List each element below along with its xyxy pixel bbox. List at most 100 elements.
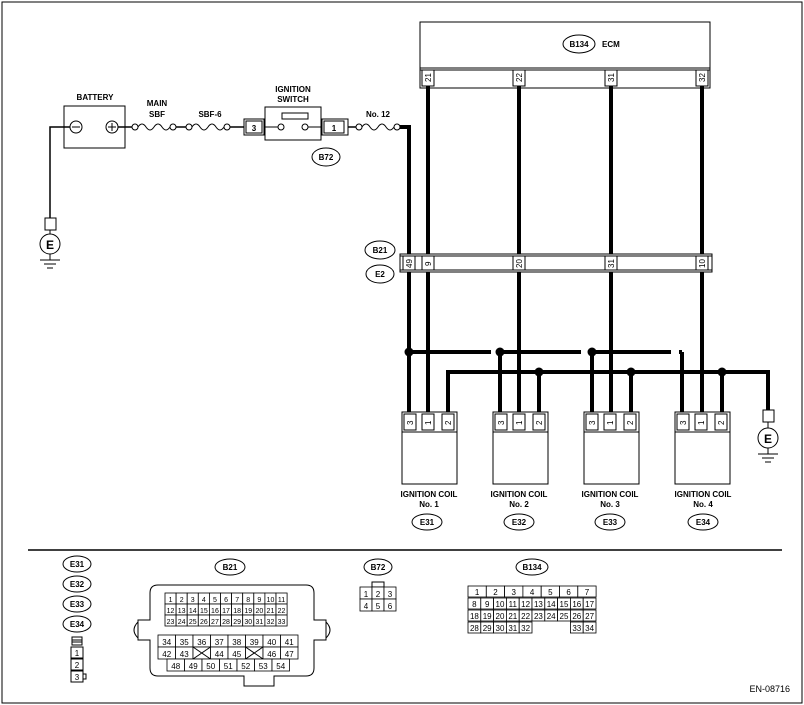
power-line xyxy=(118,123,244,131)
pin-number: 2 xyxy=(493,588,498,597)
svg-text:2: 2 xyxy=(535,420,544,425)
svg-text:B72: B72 xyxy=(371,563,386,572)
main-sbf-label-2: SBF xyxy=(149,110,165,119)
legend-e3x: E31 E32 E33 E34 1 2 3 xyxy=(62,555,92,683)
pin-number: 8 xyxy=(246,597,250,604)
pin-number: 51 xyxy=(224,662,233,671)
battery-ground: E xyxy=(39,217,61,269)
pin-number: 54 xyxy=(276,662,285,671)
pin-number: 17 xyxy=(585,600,594,609)
coil-1-label: IGNITION COIL xyxy=(401,490,458,499)
pin-cell xyxy=(271,658,290,672)
svg-text:3: 3 xyxy=(406,420,415,425)
pin-cell xyxy=(582,621,597,634)
pin-number: 31 xyxy=(508,624,517,633)
pin-number: 20 xyxy=(255,608,263,615)
b21-pin: 10 xyxy=(698,259,707,268)
pin-number: 5 xyxy=(376,602,381,611)
e2-badge xyxy=(365,264,395,284)
pin-number: 19 xyxy=(483,612,492,621)
svg-text:2: 2 xyxy=(444,420,453,425)
pin-number: 33 xyxy=(278,619,286,626)
pin-number: 20 xyxy=(496,612,505,621)
pin-number: 41 xyxy=(285,638,294,647)
coil-2-connector: E32 xyxy=(512,518,527,527)
pin-cell xyxy=(582,597,597,610)
pin-number: 19 xyxy=(244,608,252,615)
pin-number: 33 xyxy=(572,624,581,633)
pin-number: 46 xyxy=(267,650,276,659)
pin-cell xyxy=(518,621,533,634)
svg-text:2: 2 xyxy=(717,420,726,425)
pin-number: 22 xyxy=(278,608,286,615)
pin-number: 16 xyxy=(211,608,219,615)
b21-pin: 9 xyxy=(424,261,433,266)
svg-text:E31: E31 xyxy=(70,560,85,569)
ground-label: E xyxy=(46,238,54,252)
b21-pin: 49 xyxy=(405,259,414,268)
pin-number: 21 xyxy=(267,608,275,615)
coil-3-label: IGNITION COIL xyxy=(582,490,639,499)
fuse-12: No. 12 xyxy=(348,110,401,131)
pin-cell xyxy=(275,614,288,627)
pin-number: 22 xyxy=(521,612,530,621)
coil-2-label: IGNITION COIL xyxy=(491,490,548,499)
svg-text:1: 1 xyxy=(515,420,524,425)
pin-number: 7 xyxy=(585,588,590,597)
sbf6-label: SBF-6 xyxy=(198,110,222,119)
coil-4-label: IGNITION COIL xyxy=(675,490,732,499)
pin-cell xyxy=(577,585,597,598)
svg-text:B21: B21 xyxy=(223,563,238,572)
pin-number: 30 xyxy=(244,619,252,626)
svg-text:3: 3 xyxy=(588,420,597,425)
pin-number: 6 xyxy=(388,602,393,611)
pin-number: 9 xyxy=(485,600,490,609)
svg-text:3: 3 xyxy=(679,420,688,425)
pin-number: 1 xyxy=(364,590,369,599)
svg-text:2: 2 xyxy=(75,661,80,670)
pin-number: 43 xyxy=(180,650,189,659)
ignition-switch-label-1: IGNITION xyxy=(275,85,311,94)
pin-number: 30 xyxy=(496,624,505,633)
ignition-coil-1: 3 1 2 IGNITION COIL No. 1 E31 xyxy=(401,411,458,531)
ecm-pin: 31 xyxy=(607,73,616,82)
b21-e2-connector: 49 9 20 31 10 B21 E2 xyxy=(364,240,713,284)
pin-number: 12 xyxy=(521,600,530,609)
coil-ground: E xyxy=(757,409,779,463)
pin-number: 29 xyxy=(233,619,241,626)
pin-number: 1 xyxy=(169,597,173,604)
fuse-12-label: No. 12 xyxy=(366,110,391,119)
ignition-coil-2: 3 1 2 IGNITION COIL No. 2 E32 xyxy=(491,411,549,531)
b72-badge xyxy=(311,147,341,167)
ecm-unit: B134 ECM 21 22 31 32 xyxy=(419,21,711,89)
b21-pin: 31 xyxy=(607,259,616,268)
pin-number: 45 xyxy=(232,650,241,659)
ignition-coil-3: 3 1 2 IGNITION COIL No. 3 E33 xyxy=(582,411,640,531)
pin-number: 9 xyxy=(257,597,261,604)
pin-number: 24 xyxy=(178,619,186,626)
pin-number: 23 xyxy=(534,612,543,621)
ecm-pin: 21 xyxy=(424,73,433,82)
pin-number: 4 xyxy=(364,602,369,611)
pin-number: 11 xyxy=(278,597,285,604)
pin-number: 27 xyxy=(211,619,219,626)
pin-number: 27 xyxy=(585,612,594,621)
pin-number: 26 xyxy=(200,619,208,626)
pin-number: 3 xyxy=(512,588,517,597)
b21-badge xyxy=(364,240,396,260)
pin-number: 31 xyxy=(255,619,263,626)
pin-number: 8 xyxy=(472,600,477,609)
pin-number: 50 xyxy=(206,662,215,671)
coil-1-number: No. 1 xyxy=(419,500,439,509)
pin-number: 7 xyxy=(235,597,239,604)
pin-number: 18 xyxy=(470,612,479,621)
pin-number: 3 xyxy=(388,590,393,599)
pin-number: 4 xyxy=(202,597,206,604)
battery: BATTERY xyxy=(63,93,126,149)
pin-number: 17 xyxy=(222,608,230,615)
pin-number: 6 xyxy=(224,597,228,604)
